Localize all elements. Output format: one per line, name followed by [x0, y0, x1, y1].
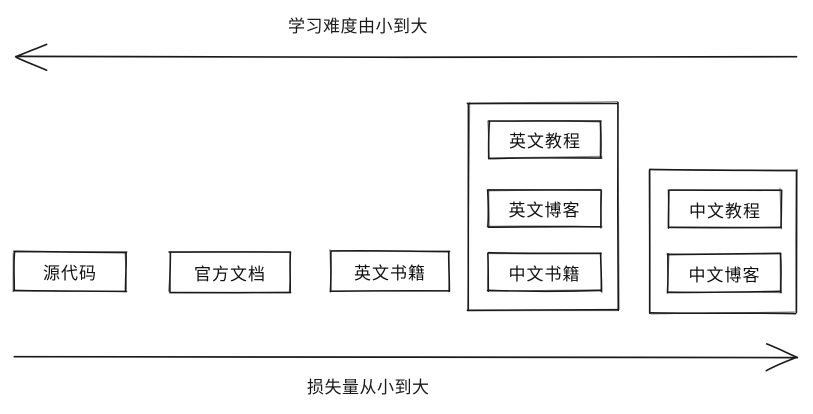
node-english-books[interactable]: 英文书籍 [354, 263, 426, 284]
node-chinese-tutorial[interactable]: 中文教程 [689, 201, 761, 222]
node-source-code[interactable]: 源代码 [43, 264, 97, 284]
node-english-tutorial[interactable]: 英文教程 [509, 132, 581, 152]
top-axis-label: 学习难度由小到大 [288, 17, 428, 37]
node-chinese-books[interactable]: 中文书籍 [508, 264, 581, 285]
bottom-axis-label: 损失量从小到大 [307, 378, 430, 398]
node-official-docs[interactable]: 官方文档 [194, 264, 266, 285]
node-english-blog[interactable]: 英文博客 [508, 201, 581, 221]
node-chinese-blog[interactable]: 中文博客 [688, 265, 761, 286]
